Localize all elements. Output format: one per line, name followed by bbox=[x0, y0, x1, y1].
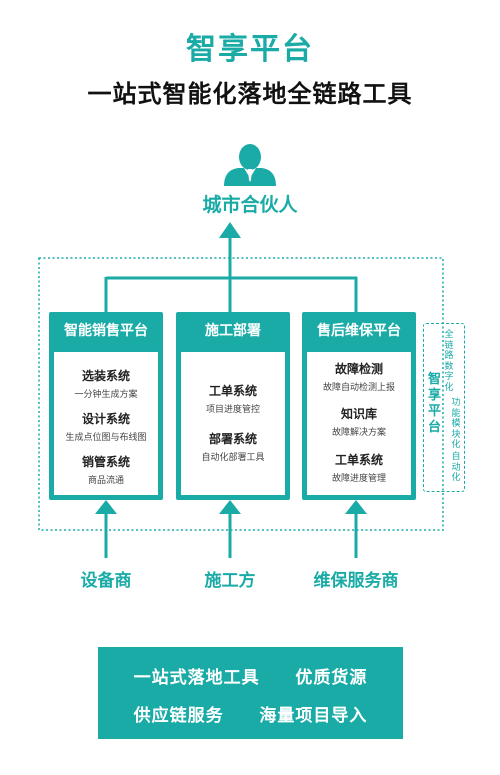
city-partner-label: 城市合伙人 bbox=[202, 194, 298, 216]
item-name: 故障检测 bbox=[334, 362, 383, 376]
list-item: 部署系统 自动化部署工具 bbox=[181, 430, 285, 463]
item-name: 工单系统 bbox=[334, 453, 383, 467]
bottom-label-constructor: 施工方 bbox=[204, 571, 256, 591]
item-name: 设计系统 bbox=[81, 412, 130, 426]
banner-row-2: 供应链服务 海量项目导入 bbox=[98, 701, 403, 726]
item-name: 选装系统 bbox=[81, 369, 130, 383]
item-desc: 自动化部署工具 bbox=[201, 453, 265, 463]
card-aftersales-platform: 售后维保平台 故障检测 故障自动检测上报 知识库 故障解决方案 工单系统 故障进… bbox=[302, 312, 416, 500]
item-name: 部署系统 bbox=[208, 432, 257, 446]
card-body: 工单系统 项目进度管控 部署系统 自动化部署工具 bbox=[181, 352, 285, 495]
person-icon bbox=[224, 144, 276, 186]
card-construction-deploy: 施工部署 工单系统 项目进度管控 部署系统 自动化部署工具 bbox=[176, 312, 290, 500]
page-title: 智享平台 bbox=[186, 32, 314, 67]
card-title: 智能销售平台 bbox=[64, 323, 148, 339]
list-item: 知识库 故障解决方案 bbox=[307, 405, 411, 438]
page-subtitle: 一站式智能化落地全链路工具 bbox=[87, 80, 413, 108]
card-title: 施工部署 bbox=[205, 323, 261, 339]
bottom-label-maintenance-provider: 维保服务商 bbox=[313, 571, 399, 591]
arrow-up-center bbox=[219, 500, 241, 514]
platform-frame bbox=[38, 257, 444, 531]
bottom-label-equipment-supplier: 设备商 bbox=[80, 571, 132, 591]
card-body: 故障检测 故障自动检测上报 知识库 故障解决方案 工单系统 故障进度管理 bbox=[307, 352, 411, 495]
item-name: 知识库 bbox=[340, 407, 377, 421]
item-desc: 一分钟生成方案 bbox=[74, 390, 138, 400]
list-item: 设计系统 生成点位图与布线图 bbox=[54, 410, 158, 443]
list-item: 故障检测 故障自动检测上报 bbox=[307, 360, 411, 393]
card-sales-platform: 智能销售平台 选装系统 一分钟生成方案 设计系统 生成点位图与布线图 销管系统 … bbox=[49, 312, 163, 500]
item-desc: 故障自动检测上报 bbox=[322, 383, 395, 393]
item-desc: 故障进度管理 bbox=[331, 474, 386, 484]
arrow-up-right bbox=[345, 500, 367, 514]
banner-item: 供应链服务 bbox=[133, 706, 224, 726]
side-panel-title: 智享平台 bbox=[428, 372, 442, 435]
banner-item: 海量项目导入 bbox=[259, 706, 368, 726]
item-name: 销管系统 bbox=[81, 455, 130, 469]
item-desc: 故障解决方案 bbox=[331, 428, 386, 438]
feature-banner: 一站式落地工具 优质货源 供应链服务 海量项目导入 bbox=[98, 647, 403, 739]
banner-row-1: 一站式落地工具 优质货源 bbox=[98, 663, 403, 688]
card-title: 售后维保平台 bbox=[317, 323, 401, 339]
card-body: 选装系统 一分钟生成方案 设计系统 生成点位图与布线图 销管系统 商品流通 bbox=[54, 352, 158, 495]
arrow-up-top bbox=[219, 222, 241, 238]
arrow-up-left bbox=[95, 500, 117, 514]
side-panel-line: 功能模块化 bbox=[451, 398, 461, 450]
side-panel-line: 全链路数字化 bbox=[444, 330, 454, 393]
list-item: 选装系统 一分钟生成方案 bbox=[54, 367, 158, 400]
item-desc: 项目进度管控 bbox=[205, 405, 260, 415]
item-desc: 生成点位图与布线图 bbox=[65, 433, 147, 443]
side-panel-line: 自动化 bbox=[451, 452, 461, 483]
list-item: 工单系统 项目进度管控 bbox=[181, 382, 285, 415]
list-item: 销管系统 商品流通 bbox=[54, 453, 158, 486]
item-name: 工单系统 bbox=[208, 384, 257, 398]
banner-item: 一站式落地工具 bbox=[133, 668, 260, 688]
banner-item: 优质货源 bbox=[295, 668, 368, 688]
list-item: 工单系统 故障进度管理 bbox=[307, 451, 411, 484]
item-desc: 商品流通 bbox=[87, 476, 124, 486]
side-panel bbox=[423, 323, 465, 492]
